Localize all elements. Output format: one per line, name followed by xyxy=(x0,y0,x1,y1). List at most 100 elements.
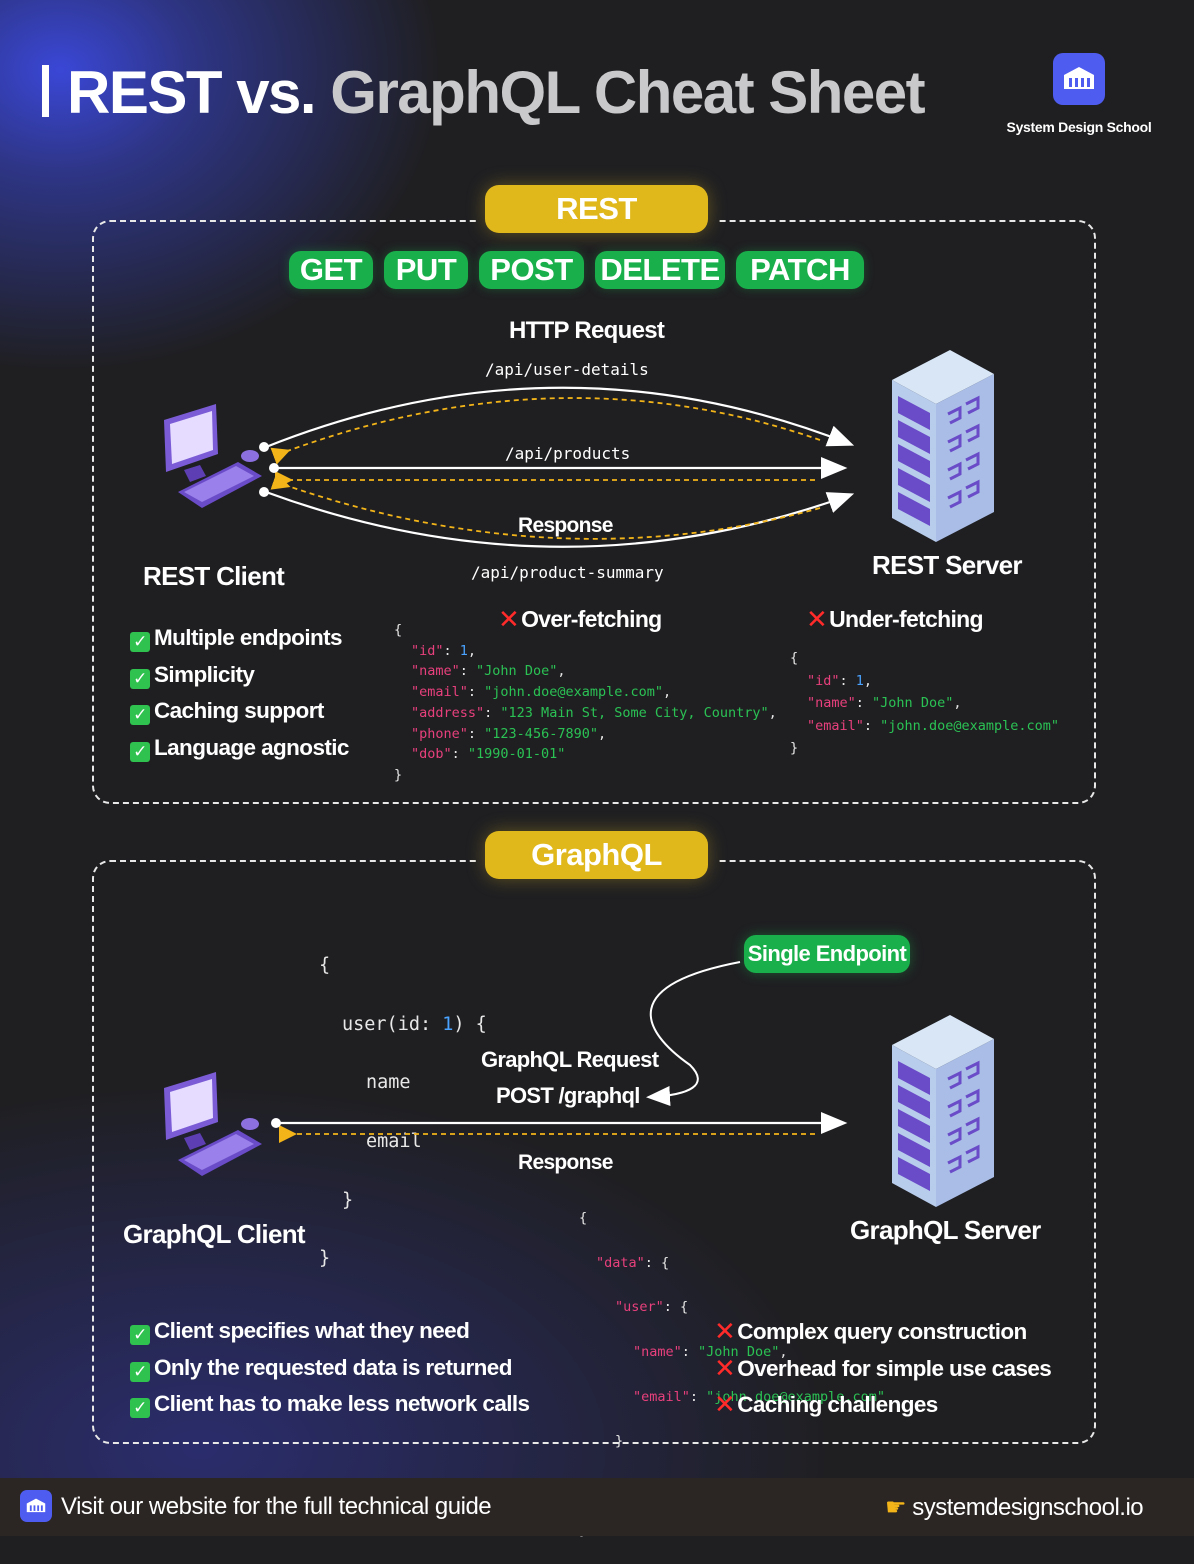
footer-cta[interactable]: Visit our website for the full technical… xyxy=(61,1493,492,1520)
json-key: "data" xyxy=(596,1254,645,1271)
endpoint-products: /api/products xyxy=(505,444,631,463)
rest-client-label: REST Client xyxy=(143,561,285,591)
endpoint-user-details: /api/user-details xyxy=(485,360,649,379)
json-value: "John Doe" xyxy=(476,663,558,680)
query-field: name xyxy=(366,1072,411,1094)
over-fetching-json: { "id": 1, "name": "John Doe", "email": "jo… xyxy=(394,620,777,786)
check-icon: ✓ xyxy=(130,668,150,689)
json-line: "email": "john.doe@example.com", xyxy=(411,684,672,701)
footer-website-text[interactable]: systemdesignschool.io xyxy=(912,1494,1144,1521)
list-item-text: Caching support xyxy=(154,698,324,723)
under-fetching-heading: ✕Under-fetching xyxy=(806,604,984,635)
list-item: ✕Caching challenges xyxy=(714,1386,1051,1423)
method-delete-badge: DELETE xyxy=(595,251,725,289)
list-item-text: Overhead for simple use cases xyxy=(737,1355,1052,1381)
query-line: user(id: 1) { xyxy=(319,1010,487,1039)
graphql-response-label: Response xyxy=(518,1151,613,1174)
json-line: "name": "John Doe", xyxy=(807,695,962,711)
title-part1: REST vs. xyxy=(67,59,317,126)
list-item: ✓Language agnostic xyxy=(130,730,349,767)
query-text: ) { xyxy=(453,1013,487,1035)
cross-icon: ✕ xyxy=(714,1316,736,1346)
under-fetching-json: { "id": 1, "name": "John Doe", "email": "jo… xyxy=(790,647,1059,760)
json-line: "id": 1, xyxy=(411,642,477,659)
json-value: "123-456-7890" xyxy=(484,725,598,742)
json-brace: { xyxy=(394,622,403,638)
list-item: ✓Caching support xyxy=(130,693,349,730)
json-value: "John Doe" xyxy=(698,1344,780,1361)
rest-server-label: REST Server xyxy=(872,550,1023,580)
check-icon: ✓ xyxy=(130,741,150,762)
school-logo-icon[interactable] xyxy=(20,1490,52,1522)
page-title: REST vs. GraphQL Cheat Sheet xyxy=(42,58,926,127)
json-key: "email" xyxy=(807,717,864,734)
rest-pros-list: ✓Multiple endpoints ✓Simplicity ✓Caching… xyxy=(130,620,349,766)
title-bar xyxy=(42,65,49,117)
server-rack-icon xyxy=(892,350,994,542)
json-line: "dob": "1990-01-01" xyxy=(411,746,566,763)
json-key: "address" xyxy=(411,704,485,721)
list-item: ✓Only the requested data is returned xyxy=(130,1350,529,1387)
graphql-client-label: GraphQL Client xyxy=(123,1219,306,1249)
cross-icon: ✕ xyxy=(806,604,828,634)
list-item: ✓Client has to make less network calls xyxy=(130,1386,530,1423)
json-key: "name" xyxy=(633,1344,682,1361)
method-patch-badge: PATCH xyxy=(736,251,864,289)
over-fetching-label: Over-fetching xyxy=(521,606,662,632)
graphql-query-code: { user(id: 1) { name email } } xyxy=(319,922,487,1303)
graphql-request-label: GraphQL Request xyxy=(481,1047,659,1072)
graphql-cons-list: ✕Complex query construction ✕Overhead fo… xyxy=(714,1313,1052,1423)
json-key: "name" xyxy=(411,663,460,680)
json-key: "email" xyxy=(633,1388,690,1405)
list-item-text: Language agnostic xyxy=(154,734,349,760)
json-value: 1 xyxy=(855,672,864,689)
list-item: ✕Overhead for simple use cases xyxy=(714,1350,1052,1387)
footer-website-link[interactable]: ☛ systemdesignschool.io xyxy=(885,1493,1144,1522)
list-item-text: Only the requested data is returned xyxy=(154,1354,512,1380)
json-line: "email": "john.doe@example.com" xyxy=(633,1388,885,1405)
desktop-computer-icon xyxy=(164,404,262,508)
json-lines: "id": 1, "name": "John Doe", "email": "joh… xyxy=(394,641,777,765)
school-logo-icon[interactable] xyxy=(1053,53,1105,105)
list-item-text: Complex query construction xyxy=(737,1319,1027,1344)
list-item: ✓Multiple endpoints xyxy=(130,620,349,657)
desktop-computer-icon xyxy=(164,1072,262,1176)
cross-icon: ✕ xyxy=(714,1389,736,1419)
json-line: "data": { xyxy=(596,1254,670,1271)
json-value: "123 Main St, Some City, Country" xyxy=(500,704,769,721)
json-key: "email" xyxy=(411,684,468,701)
under-fetching-label: Under-fetching xyxy=(829,606,983,632)
footer-bar xyxy=(0,1478,1194,1536)
json-brace: { xyxy=(790,650,799,666)
json-line: "email": "john.doe@example.com" xyxy=(807,717,1059,734)
query-text: user(id: xyxy=(342,1013,443,1035)
json-value: "john.doe@example.com" xyxy=(880,717,1059,734)
json-brace: { xyxy=(579,1210,588,1227)
list-item: ✕Complex query construction xyxy=(714,1313,1051,1350)
json-line: "id": 1, xyxy=(807,672,873,689)
title-part2: GraphQL Cheat Sheet xyxy=(330,59,925,126)
check-icon: ✓ xyxy=(130,1361,150,1382)
json-value: 1 xyxy=(459,642,468,659)
check-icon: ✓ xyxy=(130,632,150,652)
list-item-text: Simplicity xyxy=(154,661,255,687)
cross-icon: ✕ xyxy=(714,1352,736,1383)
json-key: "name" xyxy=(807,695,856,711)
list-item: ✓Client specifies what they need xyxy=(130,1313,529,1350)
brand-name: System Design School xyxy=(1006,119,1152,135)
method-put-badge: PUT xyxy=(384,251,468,289)
json-value: "john.doe@example.com" xyxy=(484,684,663,701)
json-key: "dob" xyxy=(411,746,452,763)
method-get-badge: GET xyxy=(289,251,373,289)
list-item-text: Caching challenges xyxy=(737,1392,938,1417)
json-brace: } xyxy=(615,1433,624,1450)
json-line: "name": "John Doe", xyxy=(411,663,566,680)
query-line: } xyxy=(319,1248,331,1270)
graphql-pros-list: ✓Client specifies what they need ✓Only t… xyxy=(130,1313,530,1423)
query-line: { xyxy=(319,955,331,977)
json-value: "John Doe" xyxy=(872,695,954,711)
json-key: "phone" xyxy=(411,725,468,742)
list-item-text: Client specifies what they need xyxy=(154,1318,470,1343)
